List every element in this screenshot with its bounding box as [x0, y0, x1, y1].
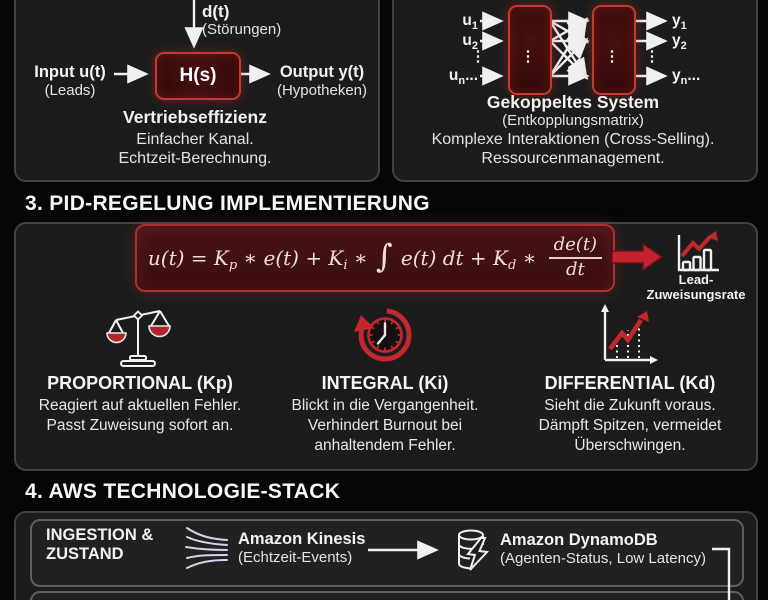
kinesis-label: Amazon Kinesis (Echtzeit-Events) — [238, 530, 365, 566]
simple-system-line2: Echtzeit-Berechnung. — [118, 150, 272, 167]
coupled-system-caption: Gekoppeltes System (Entkopplungsmatrix) … — [398, 93, 748, 168]
transfer-function-block: H(s) — [155, 52, 241, 100]
trend-chart-icon — [601, 304, 658, 364]
coupled-input-u1: u1 — [462, 12, 478, 33]
kd-description: Sieht die Zukunft voraus. Dämpft Spitzen… — [538, 397, 722, 454]
balance-scale-icon — [106, 310, 171, 367]
vertical-dots: ⋮ — [604, 48, 620, 65]
section3-heading: 3. PID-REGELUNG IMPLEMENTIERUNG — [25, 192, 430, 215]
vertical-dots: ⋮ — [644, 48, 660, 65]
dynamodb-label: Amazon DynamoDB (Agenten-Status, Low Lat… — [500, 531, 706, 567]
coupled-input-un: un... — [448, 67, 478, 88]
transfer-function-label: H(s) — [179, 65, 217, 86]
input-label-block: Input u(t) (Leads) — [20, 63, 120, 99]
coupled-output-y1: y1 — [672, 12, 687, 33]
coupling-matrix-block-2 — [592, 5, 636, 95]
coupled-input-u2: u2 — [462, 32, 478, 53]
kp-description: Reagiert auf aktuellen Fehler. Passt Zuw… — [38, 397, 242, 434]
coupled-system-subtitle: (Entkopplungsmatrix) — [502, 112, 644, 129]
ki-title: INTEGRAL (Ki) — [321, 373, 449, 393]
kinesis-streams-icon — [185, 527, 228, 569]
kinesis-note: (Echtzeit-Events) — [238, 549, 353, 566]
disturbance-note: (Störungen) — [202, 21, 282, 38]
section4-heading: 4. AWS TECHNOLOGIE-STACK — [25, 480, 341, 503]
simple-system-caption: Vertriebseffizienz Einfacher Kanal. Echt… — [40, 108, 350, 168]
input-label: Input u(t) — [34, 63, 106, 81]
block-arrow-icon — [612, 242, 664, 272]
dynamodb-icon — [457, 529, 490, 571]
coupled-output-yn: yn... — [672, 67, 701, 88]
dynamodb-name: Amazon DynamoDB — [500, 531, 658, 549]
coupled-system-line1: Komplexe Interaktionen (Cross-Selling). — [431, 131, 715, 148]
kd-title: DIFFERENTIAL (Kd) — [544, 373, 716, 393]
output-label: Output y(t) — [279, 63, 365, 81]
ki-description: Blickt in die Vergangenheit. Verhindert … — [291, 397, 479, 454]
dynamodb-connector-bracket — [712, 547, 731, 600]
history-clock-icon — [354, 308, 412, 362]
output-label-block: Output y(t) (Hypotheken) — [268, 63, 376, 99]
disturbance-label: d(t) — [202, 2, 230, 21]
simple-system-title: Vertriebseffizienz — [123, 107, 267, 127]
aws-category-label: INGESTION & ZUSTAND — [46, 526, 154, 563]
input-note: (Leads) — [44, 82, 96, 99]
aws-row-ingestion — [30, 519, 744, 587]
integral-sign: ∫ — [375, 237, 393, 275]
coupled-output-y2: y2 — [672, 32, 687, 53]
derivative-fraction: de(t)dt — [548, 235, 603, 280]
vertical-dots: ⋮ — [470, 48, 486, 65]
dynamodb-note: (Agenten-Status, Low Latency) — [500, 550, 706, 567]
lead-rate-label: Lead- Zuweisungsrate — [646, 272, 746, 302]
kp-title: PROPORTIONAL (Kp) — [47, 373, 233, 393]
simple-system-line1: Einfacher Kanal. — [136, 131, 254, 148]
coupled-system-line2: Ressourcenmanagement. — [481, 150, 665, 167]
coupled-system-title: Gekoppeltes System — [486, 92, 660, 112]
coupling-matrix-block-1 — [508, 5, 552, 95]
kinesis-name: Amazon Kinesis — [238, 530, 366, 548]
lead-rate-chart-icon — [677, 231, 719, 272]
output-note: (Hypotheken) — [276, 82, 368, 99]
vertical-dots: ⋮ — [520, 48, 536, 65]
